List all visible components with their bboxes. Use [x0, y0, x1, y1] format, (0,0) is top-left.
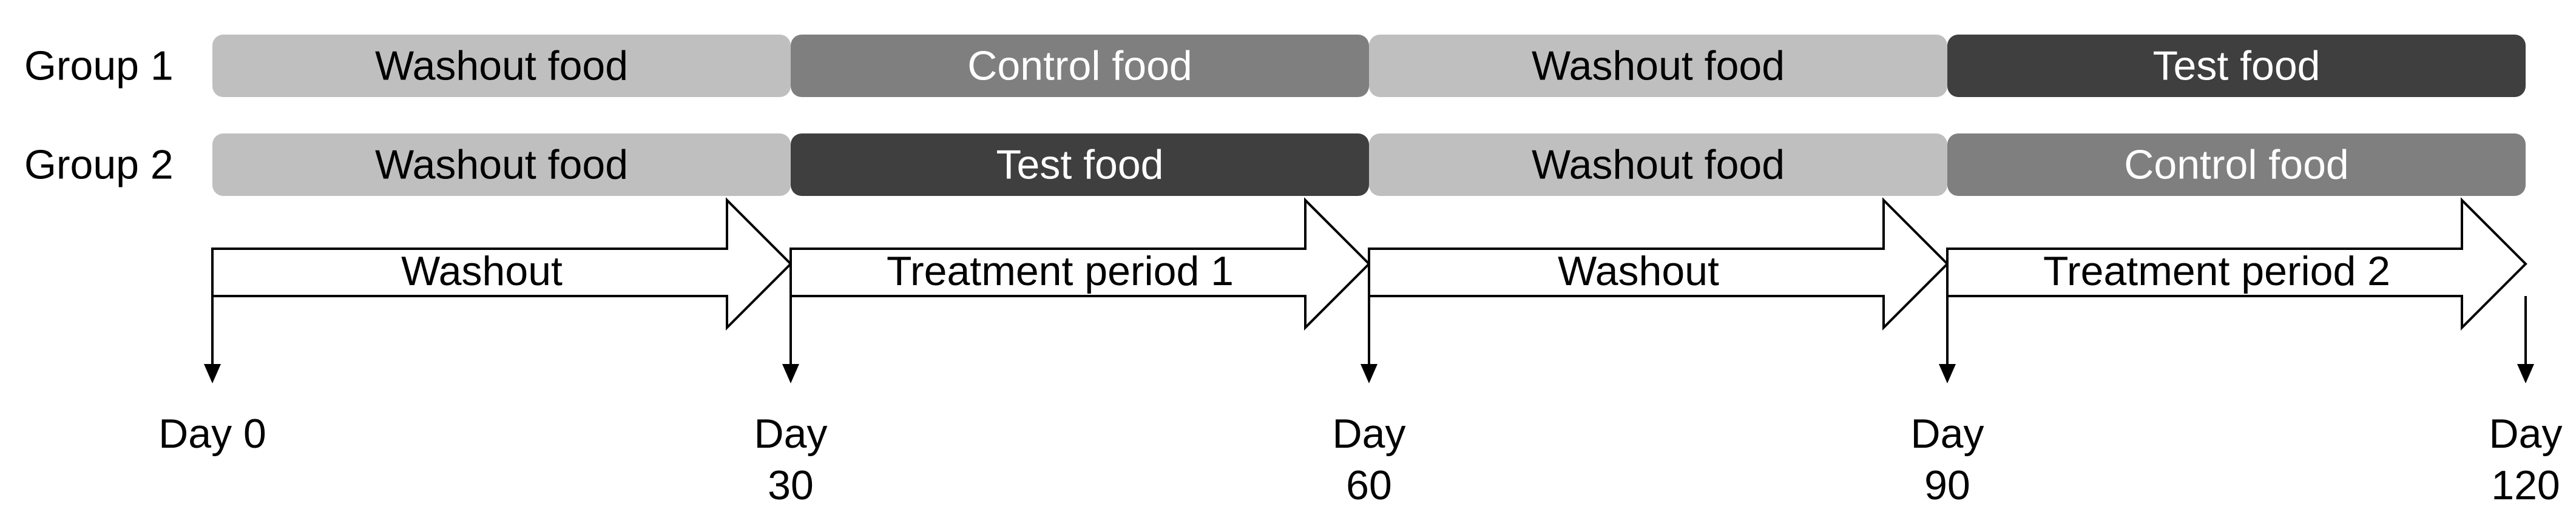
period-arrow [789, 197, 1371, 331]
food-segment [1947, 35, 2526, 97]
day-label: Day [754, 411, 828, 457]
food-segment-label: Washout food [1532, 43, 1785, 89]
day-tick-arrowhead [204, 364, 221, 383]
period-label: Treatment period 2 [2043, 248, 2390, 294]
food-segment-label: Control food [2124, 142, 2348, 188]
period-arrow [1368, 197, 1949, 331]
day-number: 90 [1924, 462, 1970, 508]
period-label: Washout [401, 248, 563, 294]
day-tick-arrowhead [1939, 364, 1956, 383]
day-label: Day [2489, 411, 2563, 457]
food-segment-label: Washout food [375, 43, 628, 89]
food-segment [212, 133, 791, 196]
group-label: Group 1 [24, 43, 174, 89]
period-arrow [1946, 197, 2527, 331]
period-arrow [211, 197, 793, 331]
day-markers: Day 0 Day 30 Day 60 Day 90 Day 120 [158, 296, 2562, 508]
food-segment-label: Washout food [1532, 142, 1785, 188]
food-segment-label: Washout food [375, 142, 628, 188]
group-label: Group 2 [24, 142, 174, 188]
period-label: Washout [1558, 248, 1719, 294]
food-segment-label: Control food [967, 43, 1192, 89]
food-segment [1369, 133, 1947, 196]
food-segment [791, 133, 1369, 196]
food-segment-label: Test food [996, 142, 1164, 188]
day-number: 120 [2491, 462, 2560, 508]
day-label: Day 0 [158, 411, 266, 457]
period-label: Treatment period 1 [887, 248, 1234, 294]
food-segment [1369, 35, 1947, 97]
day-label: Day [1911, 411, 1984, 457]
day-tick-arrowhead [1361, 364, 1378, 383]
food-segment [212, 35, 791, 97]
food-segment [1947, 133, 2526, 196]
day-tick-arrowhead [782, 364, 799, 383]
food-segment [791, 35, 1369, 97]
period-arrows: Washout Treatment period 1 Washout Treatmen… [211, 197, 2527, 331]
day-number: 30 [768, 462, 814, 508]
food-segment-label: Test food [2153, 43, 2321, 89]
day-number: 60 [1346, 462, 1392, 508]
day-tick-arrowhead [2517, 364, 2534, 383]
day-label: Day [1333, 411, 1406, 457]
